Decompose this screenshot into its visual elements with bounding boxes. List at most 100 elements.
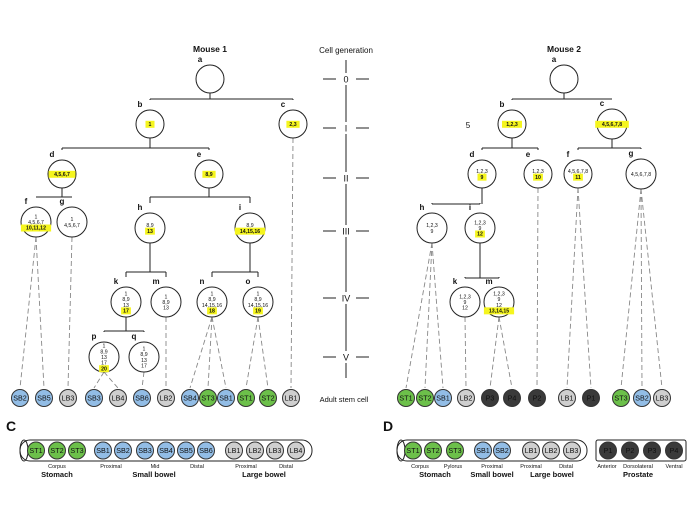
mutation-highlight [595,120,629,128]
stem-cell-label: SB4 [183,394,197,403]
node-letter: a [552,55,557,64]
stem-cell-circle [181,389,199,407]
node-circle [150,286,182,318]
stem-cell-label: P4 [508,394,517,403]
stem-cell-circle [563,441,581,460]
mutation-highlight [48,170,76,178]
node-letter: d [470,150,475,159]
panel-d-cell: ST1 [404,441,422,460]
panel-c-cell: ST3 [68,441,86,460]
adult-stem-cell-label: Adult stem cell [320,395,369,404]
mutation-text: 12 [462,306,468,312]
stem-cell-label: LB4 [112,394,125,403]
node-circle [242,286,274,318]
node-letter: d [50,150,55,159]
panel-c-cell: SB6 [197,441,215,460]
stem-cell-circle [528,389,546,407]
stem-cell-circle [522,441,540,460]
stem-cell-circle [282,389,300,407]
new-mutation-text: 17 [123,309,129,315]
panel-c-cell: LB2 [246,441,264,460]
node-circle [549,64,579,94]
tree-node-m: m18,913 [150,277,182,318]
mouse2-dashed-lineage [640,188,643,389]
stem-cell-label: ST1 [239,394,252,403]
node-letter: c [600,99,605,108]
stem-cell-circle [136,441,154,460]
mouse2-leaf-cell: LB1 [558,389,576,407]
new-mutation-text: 9 [481,175,484,181]
mutation-text: 17 [101,361,107,367]
stem-cell-label: ST3 [201,394,214,403]
stem-cell-label: P3 [486,394,495,403]
panel-d-prostate-cell: P4 [665,441,683,460]
stem-cell-label: ST1 [399,394,412,403]
mutation-highlight [145,227,155,235]
node-letter: e [197,150,202,159]
panel-c-cell: LB3 [266,441,284,460]
stem-cell-label: LB2 [460,394,473,403]
stem-cell-label: SB1 [96,446,110,455]
stem-cell-circle [237,389,255,407]
panel-d-cell: LB3 [563,441,581,460]
stem-cell-circle [217,389,235,407]
mouse2-dashed-lineage [431,242,444,389]
mutation-highlight [253,307,263,315]
node-circle [625,158,657,190]
mutation-highlight [286,120,300,128]
panel-c-cell: ST1 [27,441,45,460]
generation-level-label: III [342,227,350,237]
mutation-highlight [202,170,216,178]
stem-cell-label: LB3 [566,446,579,455]
mouse1-dashed-lineage [189,316,213,389]
panel-c-cell: LB1 [225,441,243,460]
panel-d-organ-label: Prostate [623,470,653,479]
stem-cell-circle [558,389,576,407]
panel-c-cell: ST2 [48,441,66,460]
stem-cell-circle [612,389,630,407]
stem-cell-label: LB3 [269,446,282,455]
node-letter: p [92,332,97,341]
mouse2-dashed-lineage [424,242,433,389]
mouse1-leaf-cell: ST1 [237,389,255,407]
mutation-highlight [502,120,522,128]
stem-cell-circle [157,441,175,460]
panel-d-cell: ST3 [446,441,464,460]
stem-cell-label: SB2 [13,394,27,403]
mouse1-leaf-cell: LB1 [282,389,300,407]
panel-d-organ-label: Stomach [419,470,451,479]
stem-cell-label: ST3 [70,446,83,455]
mutation-text: 8,9 [208,297,215,303]
mutation-text: 1 [103,344,106,350]
stem-cell-label: LB1 [285,394,298,403]
stem-cell-label: SB1 [219,394,233,403]
new-mutation-text: 14,15,16 [240,229,260,235]
mutation-text: 1 [125,291,128,297]
panel-c-cell: SB1 [94,441,112,460]
panel-d-prostate-cell: P2 [621,441,639,460]
stem-cell-circle [287,441,305,460]
generation-level-label: V [343,353,349,363]
mutation-text: 8,9 [162,300,169,306]
tree-node-b: b1 [135,100,165,139]
panel-c-sublabel: Mid [151,464,160,470]
stem-cell-label: P4 [670,446,679,455]
mutation-text: 9 [464,300,467,306]
mouse2-leaf-cell: LB2 [457,389,475,407]
stem-cell-circle [109,389,127,407]
mutation-text: 13 [101,355,107,361]
stem-cell-label: ST3 [614,394,627,403]
stem-cell-label: LB2 [160,394,173,403]
stem-cell-label: LB4 [290,446,303,455]
panel-d-sublabel: Corpus [411,464,429,470]
new-mutation-text: 13 [147,229,153,235]
new-mutation-text: 8,9 [205,172,212,178]
new-mutation-text: 2,3 [289,122,296,128]
new-mutation-text: 12 [477,232,483,238]
mouse1-dashed-lineage [19,236,37,389]
panel-d-prostate-cell: P3 [643,441,661,460]
mouse2-leaf-cell: ST3 [612,389,630,407]
node-letter: a [198,55,203,64]
